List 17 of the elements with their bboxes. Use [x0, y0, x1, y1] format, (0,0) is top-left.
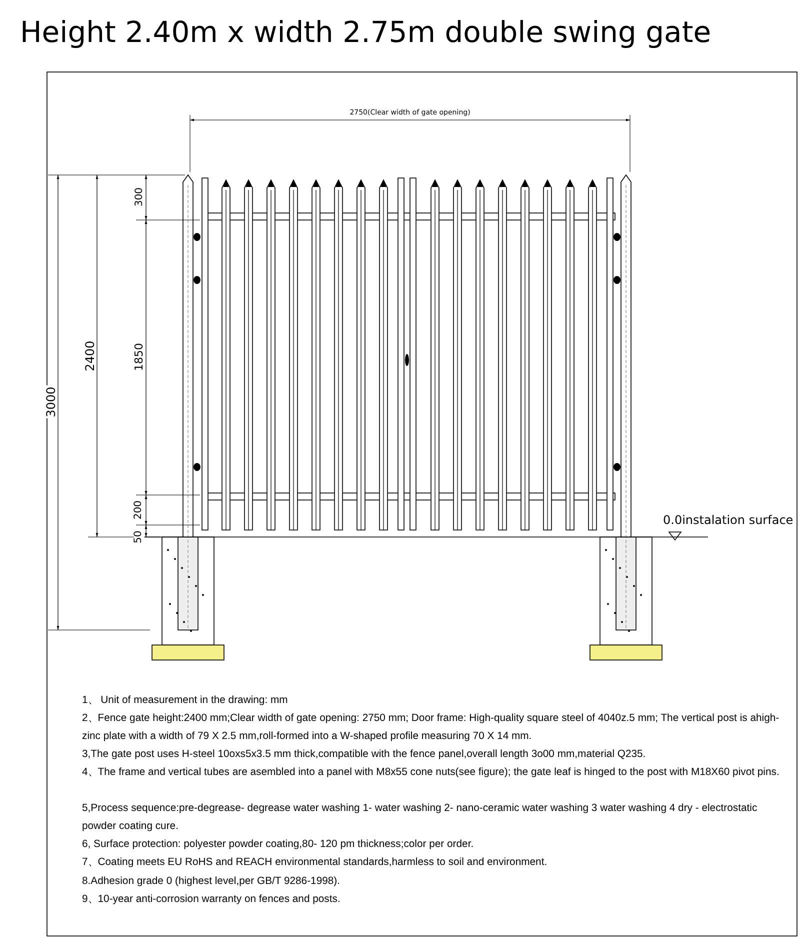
note-text: 6, Surface protection: polyester powder coating,80- 120 pm thickness;color per order. — [82, 838, 475, 852]
dimension-label: 200 — [134, 499, 144, 521]
note-text: 8.Adhesion grade 0 (highest level,per GB/T 9286-1998). — [82, 875, 342, 889]
note-text: 5,Process sequence:pre-degrease- degrease water washing 1- water washing 2- nano-ceramic water washing 3 water washing 4 dry - electrostatic powder coating cure. — [82, 802, 758, 834]
dimension-label: 0.0instalation surface — [662, 514, 794, 526]
dimension-label: 1850 — [134, 342, 144, 372]
title: Height 2.40m x width 2.75m double swing gate — [20, 18, 712, 47]
dimension-label: 50 — [134, 530, 144, 544]
note-text: 9、10-year anti-corrosion warranty on fences and posts. — [82, 893, 342, 907]
note-text: 7、Coating meets EU RoHS and REACH environmental standards,harmless to soil and environment. — [82, 856, 548, 870]
dimension-label: 300 — [135, 186, 145, 208]
note-text: 2、Fence gate height:2400 mm;Clear width of gate opening: 2750 mm; Door frame: High-quality square steel of 4040z.5 mm; The vertical post is ahigh-zinc plate with a width of 79 X 2.5 mm,roll-formed into a W-shaped profile measuring 70 X 14 mm. — [82, 712, 780, 744]
note-text: 4、The frame and vertical tubes are asembled into a panel with M8x55 cone nuts(see figure); the gate leaf is hinged to the post with M18X60 pivot pins. — [82, 766, 780, 780]
dimension-label: 2400 — [84, 340, 96, 372]
dimension-label: 3000 — [45, 386, 57, 418]
note-text: 3,The gate post uses H-steel 10oxs5x3.5 mm thick,compatible with the fence panel,overall length 3o00 mm,material Q235. — [82, 748, 647, 762]
note-text: 1、 Unit of measurement in the drawing: mm — [82, 694, 289, 708]
